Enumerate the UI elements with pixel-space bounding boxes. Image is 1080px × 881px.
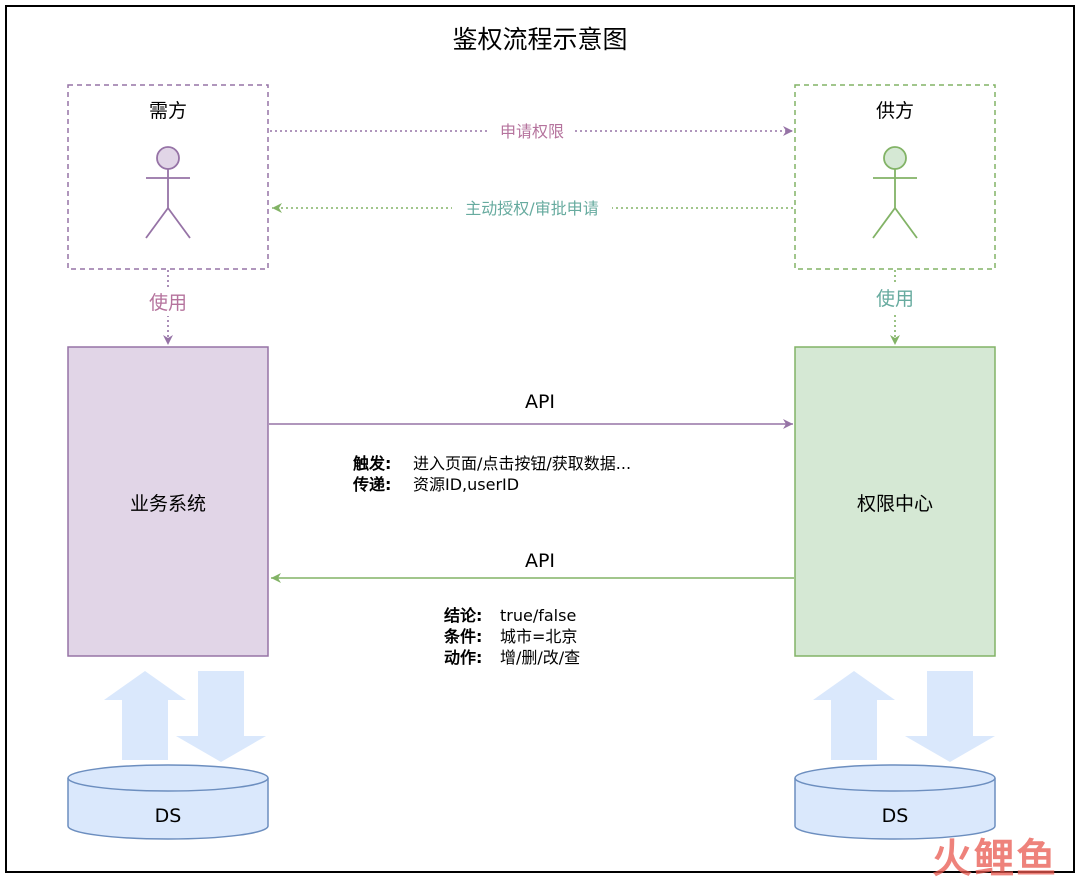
api-response-label: API: [525, 550, 555, 572]
business-ds-cylinder: [67, 764, 269, 840]
permission-center-box: [794, 346, 996, 657]
supply-label: 供方: [876, 100, 914, 122]
condition-value: 城市=北京: [500, 627, 577, 646]
api-request-label: API: [525, 391, 555, 413]
demand-actor-icon: [145, 146, 191, 239]
business-ds-label: DS: [155, 805, 182, 827]
demand-label: 需方: [149, 100, 187, 122]
conclusion-key: 结论:: [443, 606, 482, 625]
demand-actor-box: [67, 84, 269, 270]
pass-key: 传递:: [352, 475, 391, 494]
grant-label: 主动授权/审批申请: [465, 199, 598, 218]
trigger-key: 触发:: [352, 454, 391, 473]
business-system-label: 业务系统: [130, 493, 206, 515]
supply-actor-box: [794, 84, 996, 270]
condition-key: 条件:: [443, 627, 482, 646]
business-system-box: [67, 346, 269, 657]
permission-center-label: 权限中心: [857, 493, 933, 515]
conclusion-value: true/false: [500, 606, 576, 625]
action-key: 动作:: [444, 648, 482, 667]
business-ds-up-arrow-icon: [104, 671, 186, 760]
business-ds-down-arrow-icon: [176, 671, 266, 762]
supply-actor-icon: [872, 146, 918, 239]
trigger-value: 进入页面/点击按钮/获取数据...: [413, 454, 631, 473]
demand-use-label: 使用: [149, 292, 187, 314]
permission-ds-cylinder: [794, 764, 996, 840]
pass-value: 资源ID,userID: [413, 475, 519, 494]
permission-ds-up-arrow-icon: [813, 671, 895, 760]
permission-ds-label: DS: [882, 805, 909, 827]
supply-use-label: 使用: [876, 288, 914, 310]
watermark-logo: 火鲤鱼: [932, 836, 1058, 881]
request-permission-label: 申请权限: [500, 122, 564, 141]
permission-ds-down-arrow-icon: [905, 671, 995, 762]
action-value: 增/删/改/查: [500, 648, 580, 667]
diagram-title: 鉴权流程示意图: [452, 25, 627, 54]
